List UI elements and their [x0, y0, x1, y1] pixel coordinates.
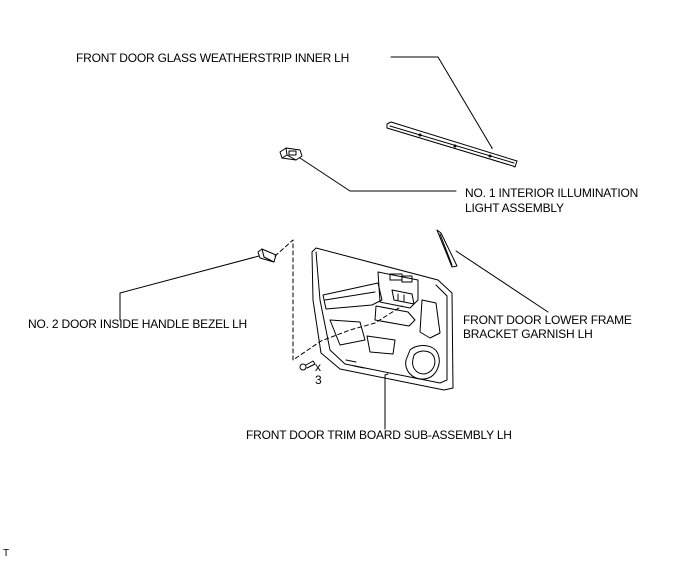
handle-bezel-label: NO. 2 DOOR INSIDE HANDLE BEZEL LH	[28, 317, 248, 331]
garnish-label-line2: BRACKET GARNISH LH	[463, 327, 593, 341]
screw-quantity-number: 3	[315, 373, 322, 387]
weatherstrip-part	[386, 121, 518, 168]
screw-part	[299, 360, 316, 371]
screw-quantity-x: x	[315, 360, 321, 374]
handle-bezel-dashed-guide	[274, 239, 403, 361]
illumination-label-line1: NO. 1 INTERIOR ILLUMINATION	[465, 186, 639, 200]
illumination-label-line2: LIGHT ASSEMBLY	[465, 201, 564, 215]
corner-mark: T	[3, 548, 9, 559]
illumination-leader	[299, 157, 457, 192]
handle-bezel-part	[257, 248, 277, 263]
handle-bezel-leader	[119, 255, 260, 321]
garnish-part	[436, 229, 458, 268]
garnish-label-line1: FRONT DOOR LOWER FRAME	[463, 313, 632, 327]
trim-board-leader	[384, 373, 389, 430]
garnish-leader	[455, 250, 549, 313]
weatherstrip-label: FRONT DOOR GLASS WEATHERSTRIP INNER LH	[76, 51, 350, 65]
weatherstrip-leader	[390, 56, 493, 149]
trim-board-part	[311, 247, 454, 391]
trim-board-label: FRONT DOOR TRIM BOARD SUB-ASSEMBLY LH	[246, 428, 512, 442]
illumination-light-part	[279, 147, 303, 161]
